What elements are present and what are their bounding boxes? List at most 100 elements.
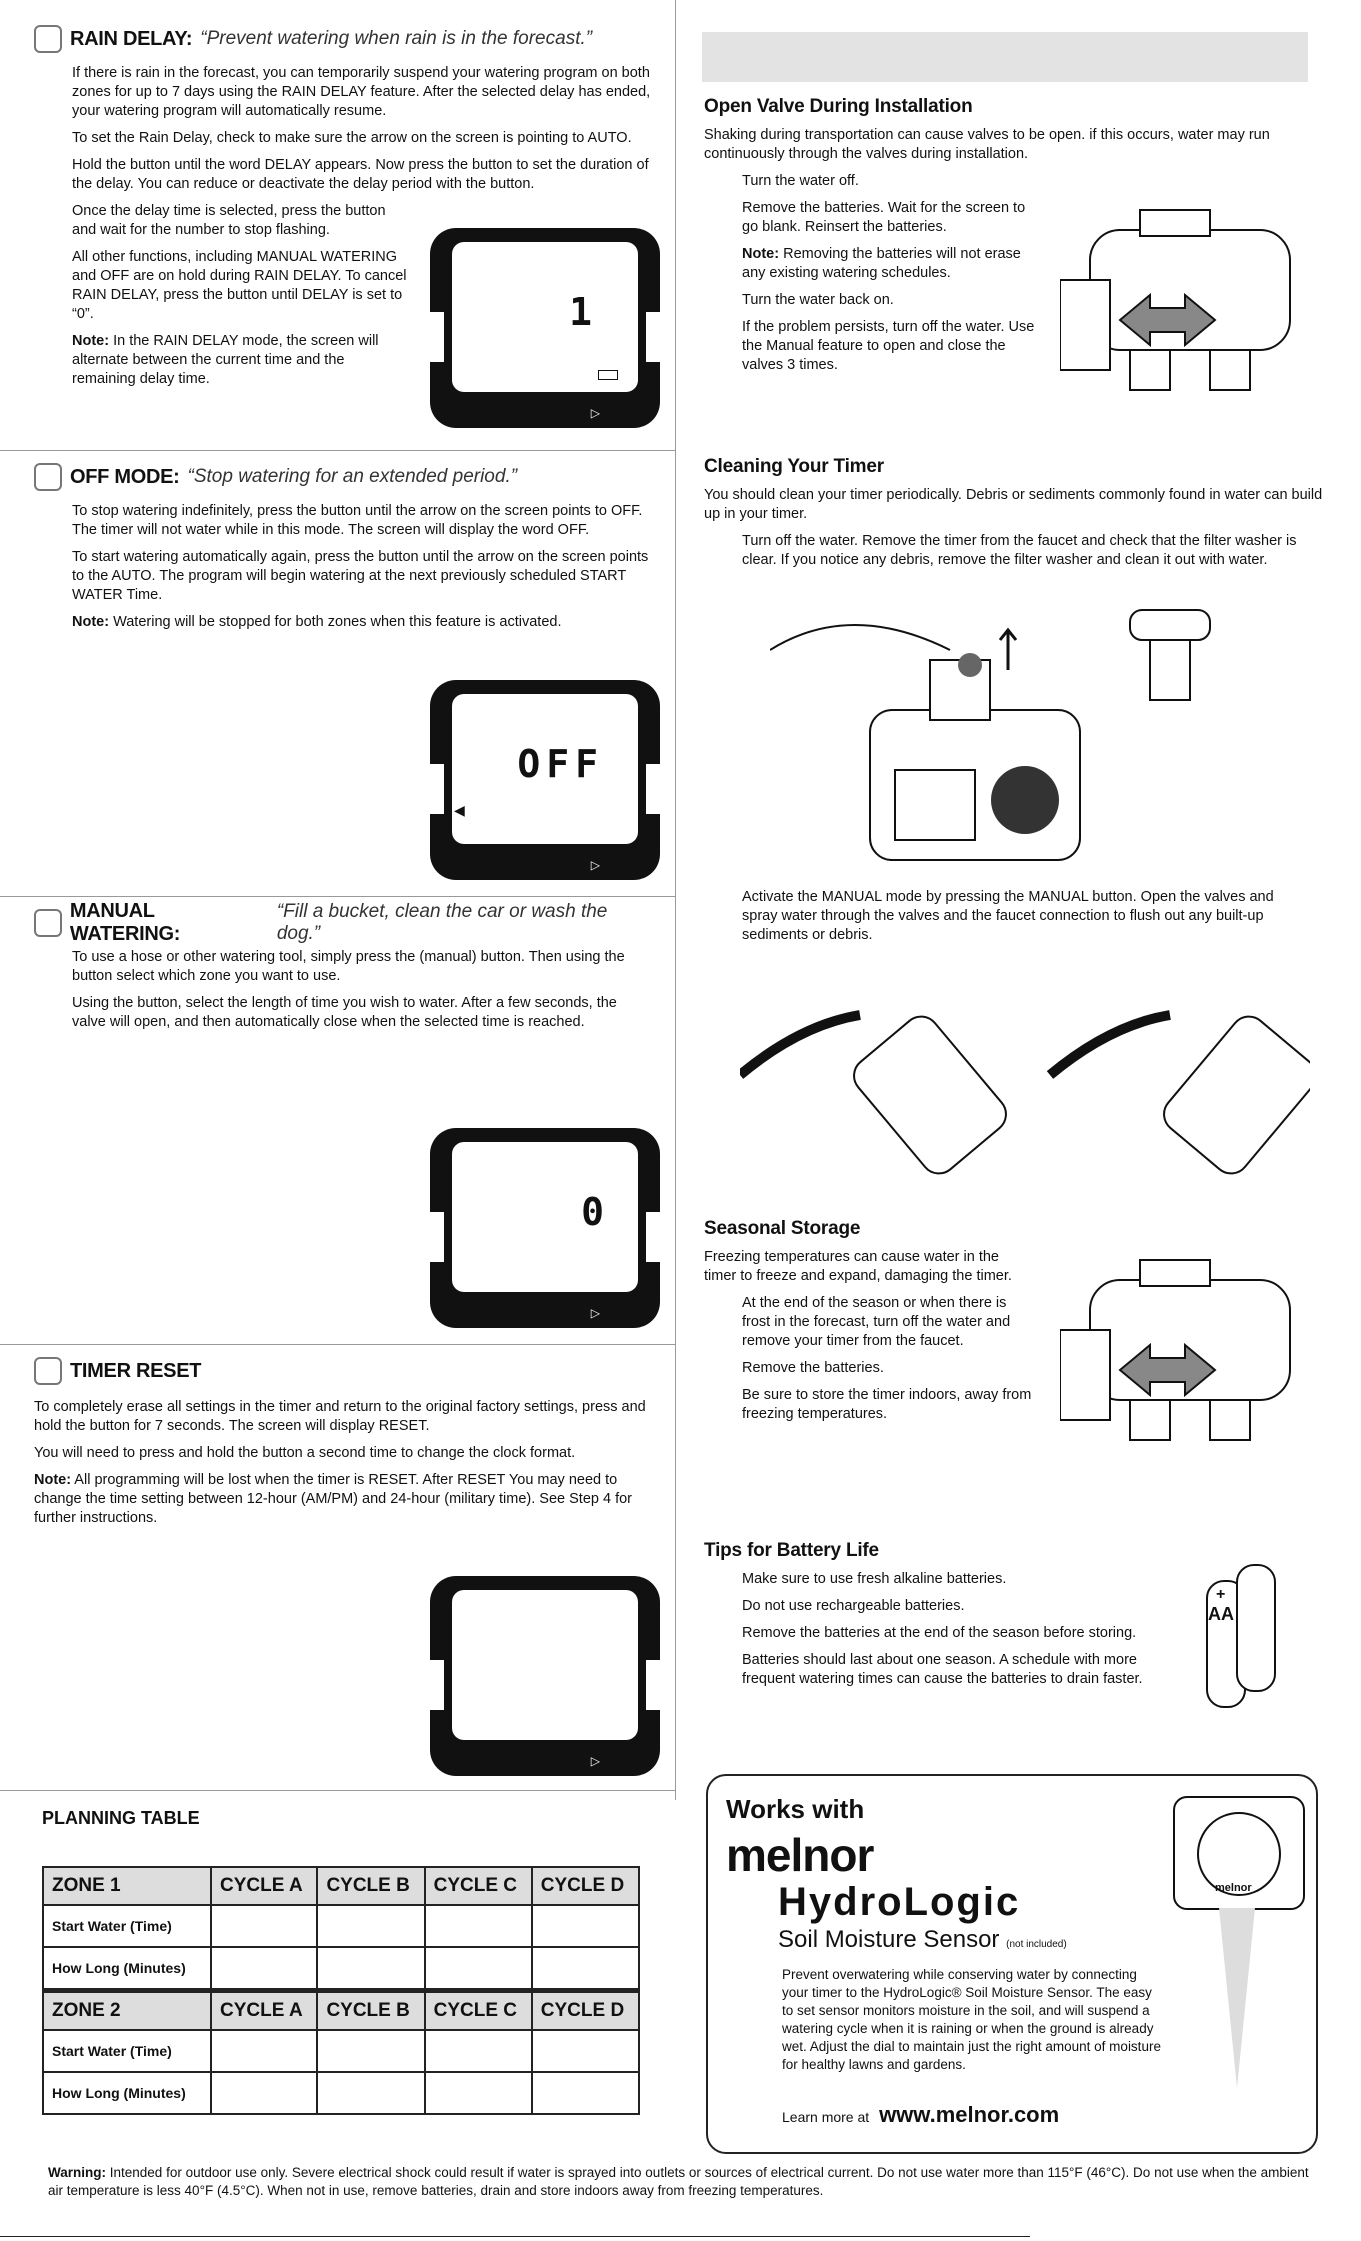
paragraph: To stop watering indefinitely, press the… xyxy=(72,503,643,538)
note-label: Note: xyxy=(72,614,110,630)
section-title: Cleaning Your Timer xyxy=(704,456,884,477)
website-link[interactable]: www.melnor.com xyxy=(879,2102,1060,2127)
note: Note: Removing the batteries will not er… xyxy=(742,246,1021,281)
note: Note: In the RAIN DELAY mode, the screen… xyxy=(72,333,379,387)
cleaning-section: Cleaning Your Timer You should clean you… xyxy=(704,456,1324,578)
paragraph: If there is rain in the forecast, you ca… xyxy=(72,65,651,119)
paragraph: You should clean your timer periodically… xyxy=(704,487,1323,522)
paragraph: Hold the button until the word DELAY app… xyxy=(72,157,649,192)
off-mode-section: OFF MODE: “Stop watering for an extended… xyxy=(34,460,654,640)
note: Note: All programming will be lost when … xyxy=(34,1472,633,1526)
note: Note: Watering will be stopped for both … xyxy=(72,614,562,630)
table-cell[interactable] xyxy=(209,1946,319,1992)
table-cell[interactable] xyxy=(530,1946,641,1992)
arrow-left-icon: ◀ xyxy=(454,802,465,818)
paragraph: Using the button, select the length of t… xyxy=(72,995,617,1030)
manual-watering-section: MANUAL WATERING: “Fill a bucket, clean t… xyxy=(34,900,654,1040)
section-title: Seasonal Storage xyxy=(704,1218,861,1239)
table-cell[interactable] xyxy=(316,2029,426,2073)
step: At the end of the season or when there i… xyxy=(742,1295,1011,1349)
step: Batteries should last about one season. … xyxy=(742,1652,1143,1687)
note-label: Note: xyxy=(742,246,780,262)
section-divider xyxy=(0,450,675,451)
note-label: Note: xyxy=(34,1472,72,1488)
cleaning-illustration xyxy=(770,609,1211,861)
paragraph: To use a hose or other watering tool, si… xyxy=(72,949,625,984)
step: Remove the batteries. Wait for the scree… xyxy=(742,200,1026,235)
hydrologic-ad: Works with melnor HydroLogic Soil Moistu… xyxy=(706,1774,1318,2154)
footer-line xyxy=(0,2236,1030,2237)
paragraph: To set the Rain Delay, check to make sur… xyxy=(72,130,632,146)
paragraph: All other functions, including MANUAL WA… xyxy=(72,249,407,322)
ad-body: Prevent overwatering while conserving wa… xyxy=(782,1967,1161,2072)
column-divider xyxy=(675,0,676,1800)
step: Turn the water off. xyxy=(742,173,859,189)
section-title: TIMER RESET xyxy=(70,1359,202,1382)
lcd-display: 1 ▷ xyxy=(430,228,660,428)
planning-table: ZONE 1 CYCLE A CYCLE B CYCLE C CYCLE D S… xyxy=(42,1866,641,2115)
table-cell[interactable] xyxy=(209,1904,319,1948)
row-label: Start Water (Time) xyxy=(42,2029,212,2073)
section-title: RAIN DELAY: xyxy=(70,27,193,50)
section-quote: “Stop watering for an extended period.” xyxy=(187,466,518,487)
table-cell[interactable] xyxy=(423,1946,533,1992)
section-title: Tips for Battery Life xyxy=(704,1540,879,1561)
battery-label: AA xyxy=(1208,1604,1234,1624)
timer-illustration xyxy=(1060,1259,1291,1441)
lcd-display: ▷ xyxy=(430,1576,660,1776)
cycle-header: CYCLE C xyxy=(423,1866,533,1906)
step: Do not use rechargeable batteries. xyxy=(742,1598,965,1614)
step: Make sure to use fresh alkaline batterie… xyxy=(742,1571,1007,1587)
timer-reset-section: TIMER RESET To completely erase all sett… xyxy=(34,1354,654,1536)
step: Remove the batteries at the end of the s… xyxy=(742,1625,1137,1641)
cycle-header: CYCLE D xyxy=(530,1866,641,1906)
paragraph: Once the delay time is selected, press t… xyxy=(72,203,386,238)
zone-header: ZONE 2 xyxy=(42,1988,212,2031)
table-cell[interactable] xyxy=(530,2071,641,2115)
timer-illustration xyxy=(1060,209,1291,391)
paragraph: You will need to press and hold the butt… xyxy=(34,1445,576,1461)
cycle-header: CYCLE A xyxy=(209,1866,319,1906)
rain-delay-section: RAIN DELAY: “Prevent watering when rain … xyxy=(34,22,654,397)
table-cell[interactable] xyxy=(423,2029,533,2073)
cycle-header: CYCLE A xyxy=(209,1988,319,2031)
cycle-header: CYCLE D xyxy=(530,1988,641,2031)
lcd-value: 0 xyxy=(581,1190,610,1234)
section-title: MANUAL WATERING: xyxy=(69,900,181,945)
seasonal-storage-section: Seasonal Storage Freezing temperatures c… xyxy=(704,1218,1324,1432)
battery-icon xyxy=(598,370,618,380)
table-cell[interactable] xyxy=(423,1904,533,1948)
section-quote: “Prevent watering when rain is in the fo… xyxy=(200,28,593,49)
battery-tips-section: Tips for Battery Life Make sure to use f… xyxy=(704,1540,1224,1697)
table-cell[interactable] xyxy=(316,2071,426,2115)
table-cell[interactable] xyxy=(316,1946,426,1992)
cycle-header: CYCLE B xyxy=(316,1988,426,2031)
table-cell[interactable] xyxy=(423,2071,533,2115)
warning-label: Warning: xyxy=(48,2165,106,2180)
row-label: How Long (Minutes) xyxy=(42,1946,212,1992)
step: Turn off the water. Remove the timer fro… xyxy=(742,533,1297,568)
step: If the problem persists, turn off the wa… xyxy=(742,319,1035,373)
paragraph: To start watering automatically again, p… xyxy=(72,549,649,603)
checkbox-icon xyxy=(34,463,62,491)
cleaning-step-2: Activate the MANUAL mode by pressing the… xyxy=(742,888,1302,953)
sensor-title: Soil Moisture Sensor (not included) xyxy=(778,1926,1067,1953)
lcd-display: 0 ▷ xyxy=(430,1128,660,1328)
table-cell[interactable] xyxy=(530,1904,641,1948)
melnor-logo: melnor xyxy=(726,1829,874,1881)
table-cell[interactable] xyxy=(530,2029,641,2073)
paragraph: Freezing temperatures can cause water in… xyxy=(704,1249,1012,1284)
dial-brand: melnor xyxy=(1215,1882,1252,1894)
step: Activate the MANUAL mode by pressing the… xyxy=(742,889,1274,943)
paragraph: To completely erase all settings in the … xyxy=(34,1399,646,1434)
open-valve-section: Open Valve During Installation Shaking d… xyxy=(704,96,1324,383)
plus-icon: + xyxy=(1216,1586,1226,1603)
arrow-icon: ▷ xyxy=(590,406,600,420)
battery-illustration: AA + xyxy=(1200,1560,1280,1710)
arrow-icon: ▷ xyxy=(590,1306,600,1320)
table-cell[interactable] xyxy=(316,1904,426,1948)
cycle-header: CYCLE C xyxy=(423,1988,533,2031)
works-with: Works with xyxy=(726,1794,865,1824)
table-cell[interactable] xyxy=(209,2029,319,2073)
table-cell[interactable] xyxy=(209,2071,319,2115)
